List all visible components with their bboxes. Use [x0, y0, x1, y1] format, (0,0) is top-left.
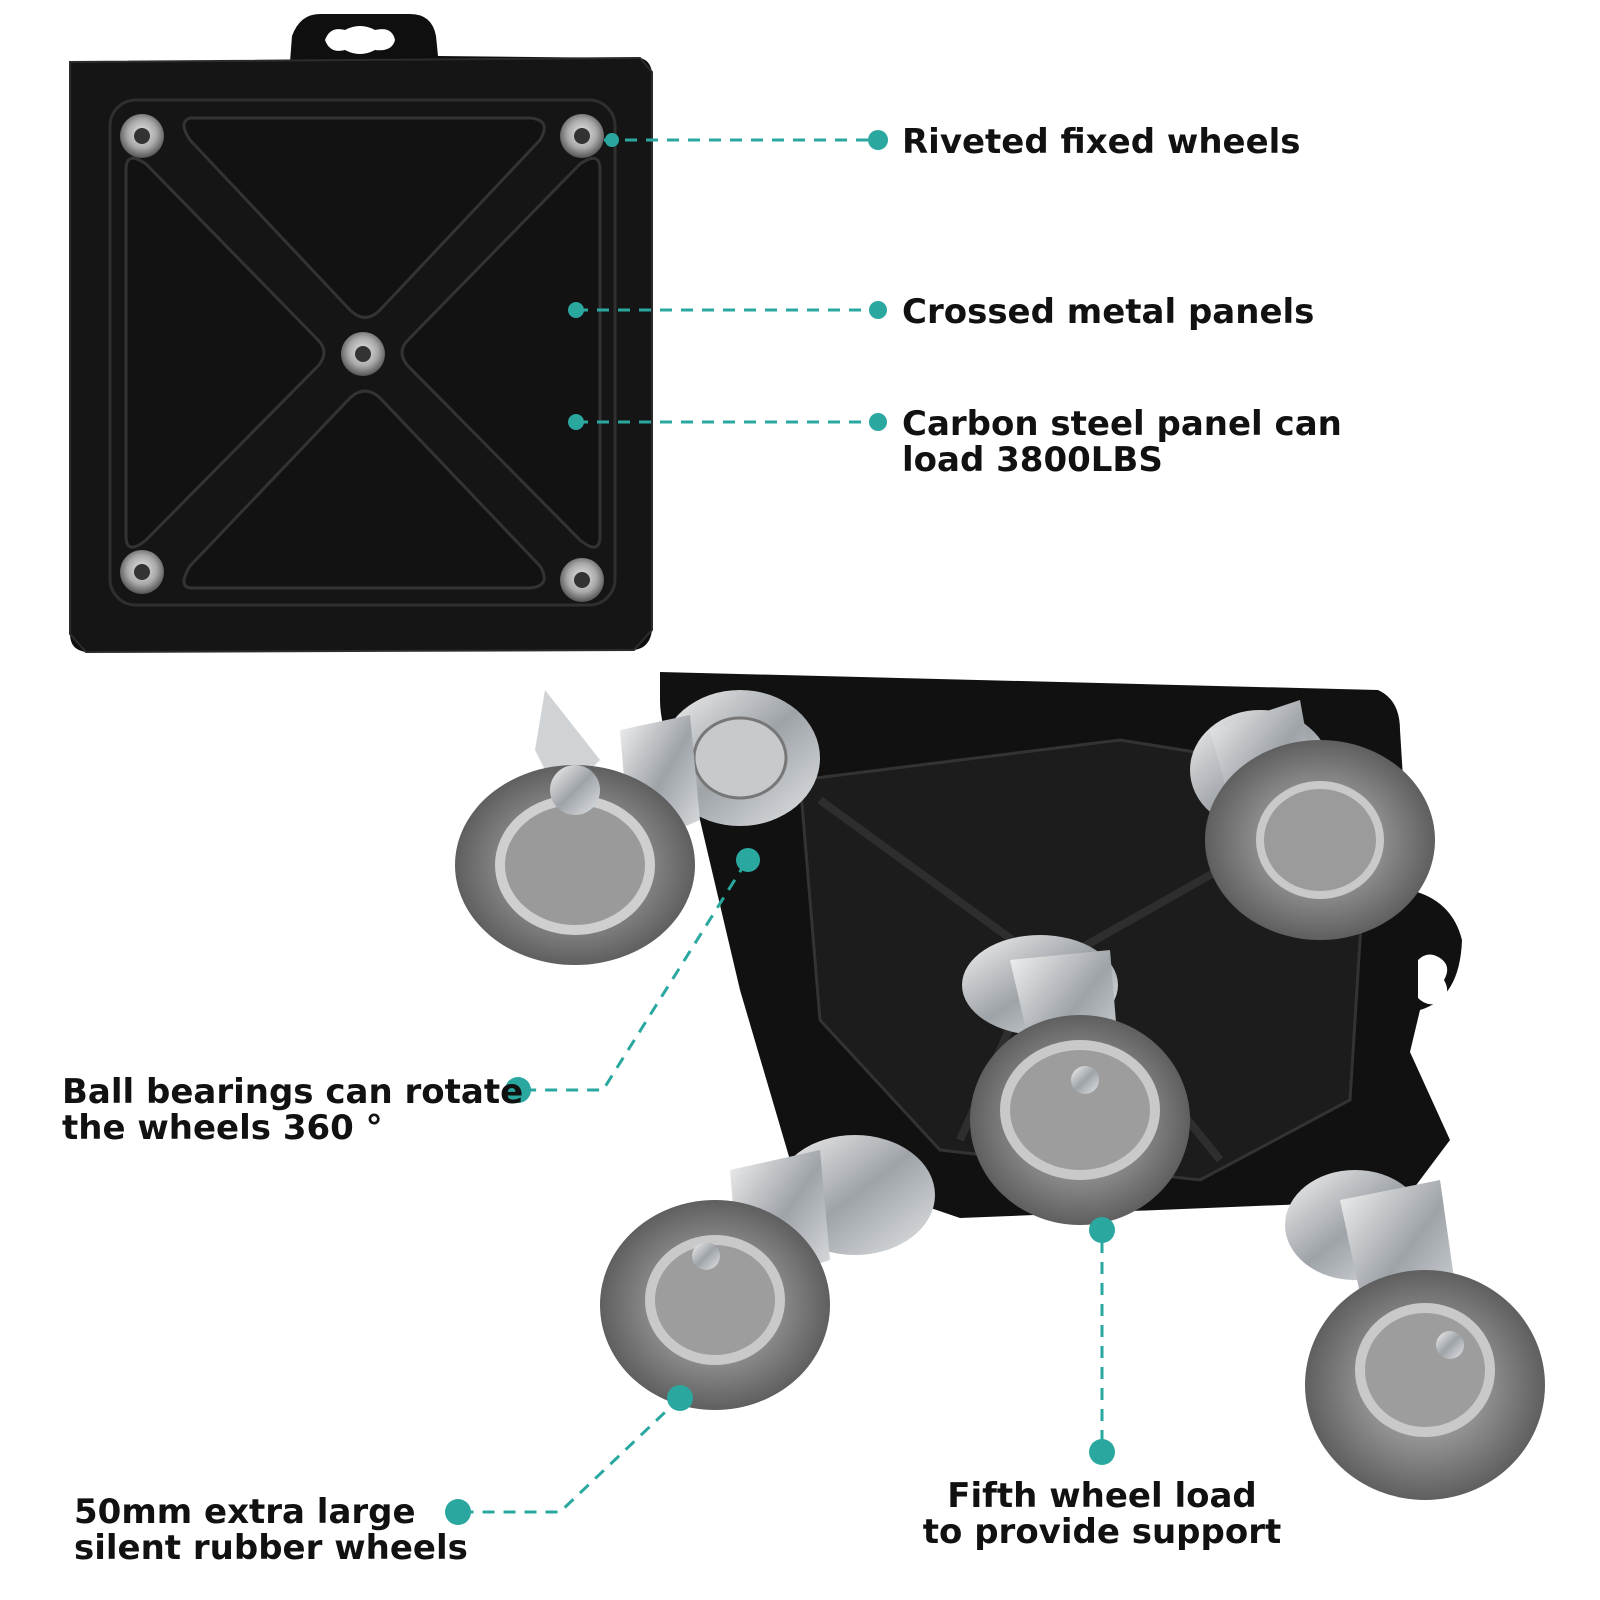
- label-crossed-metal-panels: Crossed metal panels: [902, 294, 1314, 330]
- caster-wheel: [1285, 1170, 1545, 1500]
- dolly-with-wheels: [455, 672, 1545, 1500]
- top-plate: [69, 14, 653, 654]
- caster-wheel: [1190, 700, 1435, 940]
- label-rubber-wheels: 50mm extra large silent rubber wheels: [74, 1494, 468, 1566]
- label-fifth-wheel: Fifth wheel load to provide support: [912, 1478, 1292, 1550]
- rivet-icon: [120, 114, 604, 602]
- label-wheels-line2: silent rubber wheels: [74, 1528, 468, 1568]
- label-riveted-text: Riveted fixed wheels: [902, 122, 1301, 162]
- caster-wheel: [455, 690, 820, 965]
- hang-hole-icon: [325, 26, 395, 54]
- label-wheels-line1: 50mm extra large: [74, 1492, 416, 1532]
- label-fifth-line2: to provide support: [922, 1512, 1282, 1552]
- label-carbon-steel: Carbon steel panel can load 3800LBS: [902, 406, 1342, 478]
- label-ball-line1: Ball bearings can rotate: [62, 1072, 524, 1112]
- label-ball-bearings: Ball bearings can rotate the wheels 360 …: [62, 1074, 523, 1146]
- label-riveted-fixed-wheels: Riveted fixed wheels: [902, 124, 1301, 160]
- label-carbon-line1: Carbon steel panel can: [902, 404, 1342, 444]
- label-ball-line2: the wheels 360 °: [62, 1108, 383, 1148]
- label-fifth-line1: Fifth wheel load: [947, 1476, 1257, 1516]
- callout-dots: [445, 130, 1115, 1525]
- label-crossed-text: Crossed metal panels: [902, 292, 1315, 332]
- label-carbon-line2: load 3800LBS: [902, 440, 1163, 480]
- caster-wheel-center: [962, 935, 1190, 1225]
- caster-wheel: [600, 1135, 935, 1410]
- callout-lines: [470, 138, 1104, 1514]
- hang-hole-icon: [1418, 954, 1448, 1005]
